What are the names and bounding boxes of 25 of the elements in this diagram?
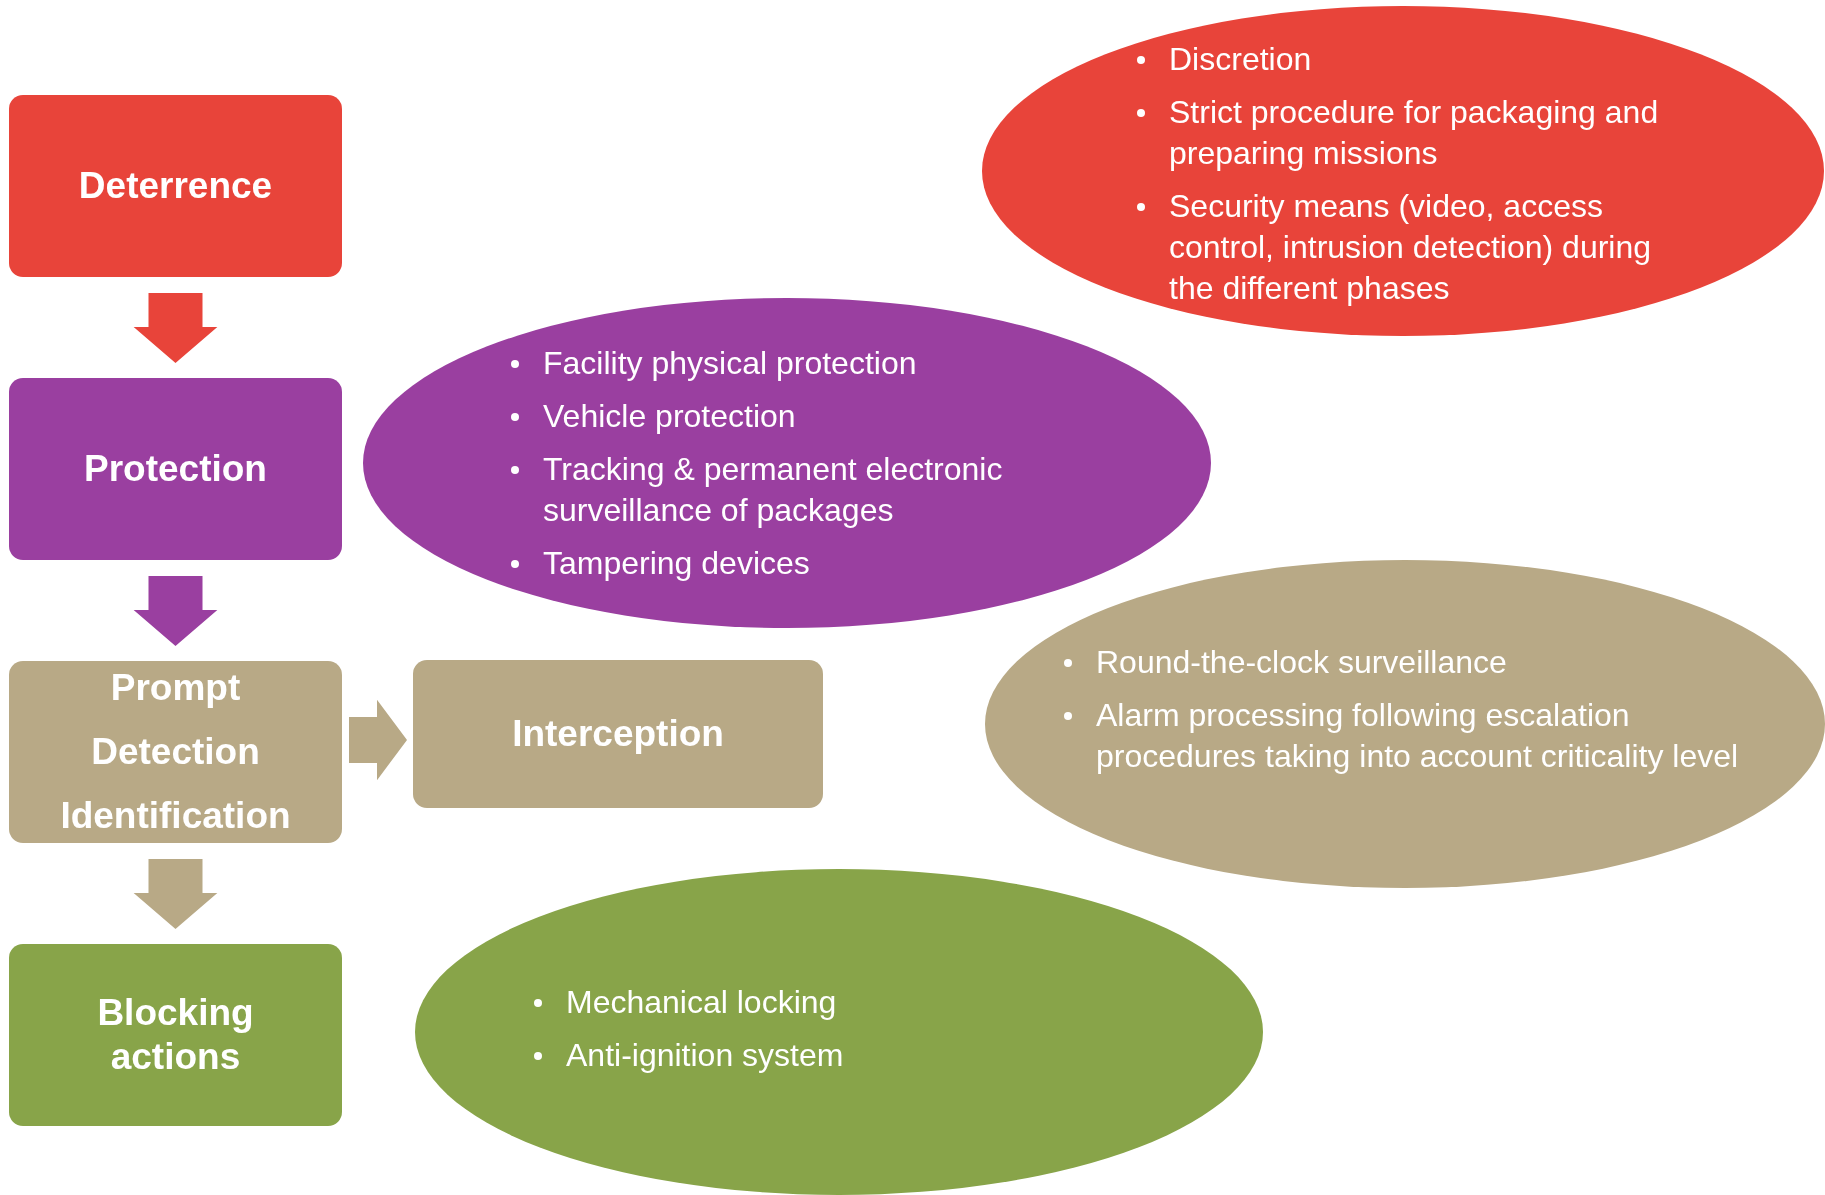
box-label: Deterrence bbox=[78, 163, 273, 208]
bullet-item: Tracking & permanent electronic surveillance of packages bbox=[543, 450, 1004, 530]
block-arrow bbox=[133, 859, 218, 929]
bullet-item: Strict procedure for packaging and preparing missions bbox=[1169, 93, 1660, 173]
bullet-item: Security means (video, access control, intrusion detection) during the different phases bbox=[1169, 187, 1653, 308]
process-box bbox=[9, 95, 342, 277]
bullet-item: Alarm processing following escalation procedures taking into account criticality level bbox=[1096, 696, 1740, 776]
bullet-item: Mechanical locking bbox=[566, 983, 837, 1022]
process-box bbox=[413, 660, 823, 808]
bullet-item: Discretion bbox=[1169, 40, 1312, 79]
process-box bbox=[9, 378, 342, 560]
bullet-item: Facility physical protection bbox=[543, 344, 917, 383]
box-label: Protection bbox=[84, 446, 267, 491]
bullet-item: Anti-ignition system bbox=[566, 1036, 844, 1075]
box-label: Prompt Detection Identification bbox=[59, 666, 292, 838]
block-arrow bbox=[349, 699, 407, 781]
box-label: Blocking actions bbox=[96, 990, 255, 1079]
block-arrow bbox=[133, 576, 218, 646]
process-box bbox=[9, 661, 342, 843]
bullet-item: Vehicle protection bbox=[543, 397, 796, 436]
block-arrow bbox=[133, 293, 218, 363]
bullet-item: Tampering devices bbox=[543, 544, 810, 583]
process-box bbox=[9, 944, 342, 1126]
bullet-item: Round-the-clock surveillance bbox=[1096, 643, 1507, 682]
box-label: Interception bbox=[512, 711, 724, 756]
